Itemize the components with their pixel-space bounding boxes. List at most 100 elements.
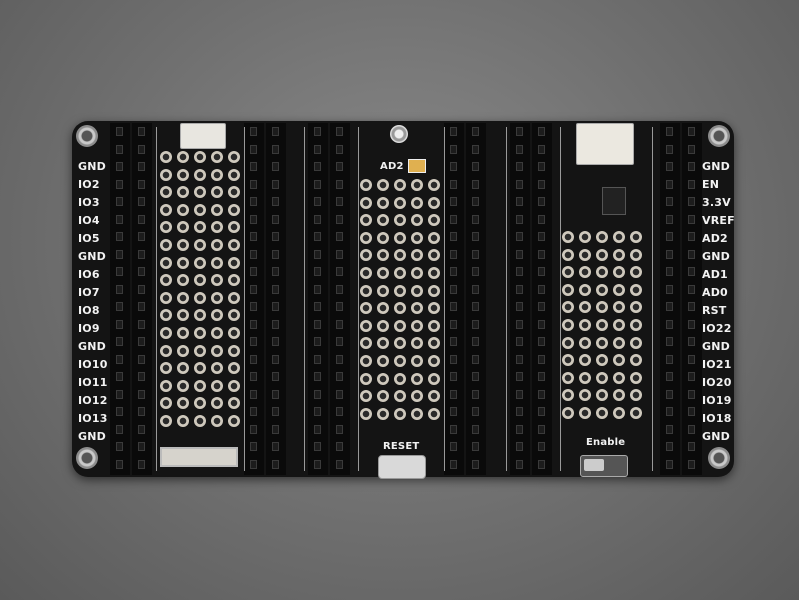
proto-pad: [160, 274, 172, 287]
proto-pad: [596, 407, 608, 419]
header-pin: [250, 179, 257, 189]
proto-pad: [211, 362, 223, 375]
proto-pad: [360, 214, 372, 227]
header-pin: [450, 162, 457, 171]
proto-pad: [613, 301, 625, 314]
header-pin: [688, 424, 695, 434]
header-pin-strip: [466, 123, 486, 475]
proto-pad: [377, 249, 389, 262]
header-pin: [472, 337, 479, 346]
header-pin-strip: [244, 123, 264, 475]
proto-pad: [194, 327, 206, 339]
mounting-hole-top-right: [708, 125, 730, 147]
header-pin: [472, 162, 479, 171]
header-pin: [116, 442, 123, 451]
header-pin: [138, 442, 145, 451]
proto-pad: [377, 231, 389, 244]
header-pin: [314, 424, 321, 434]
header-pin: [538, 354, 545, 364]
proto-pad: [562, 231, 574, 243]
proto-pad: [177, 379, 189, 392]
header-pin: [116, 389, 123, 399]
header-pin: [516, 267, 523, 276]
proto-pad: [360, 231, 372, 244]
header-pin: [450, 459, 457, 469]
proto-pad: [228, 203, 240, 216]
header-pin: [250, 284, 257, 294]
proto-pad: [211, 221, 223, 234]
header-pin: [250, 302, 257, 311]
header-pin: [472, 267, 479, 276]
silkscreen-line: [506, 127, 507, 471]
header-pin: [472, 372, 479, 381]
header-pin: [138, 302, 145, 311]
header-pin: [688, 459, 695, 469]
header-pin: [538, 442, 545, 451]
proto-pad: [228, 344, 240, 357]
header-pin: [138, 424, 145, 434]
header-pin: [516, 144, 523, 154]
header-pin: [314, 232, 321, 241]
right-pin-label: AD0: [702, 286, 728, 299]
header-pin: [538, 319, 545, 329]
header-pin: [516, 284, 523, 294]
proto-pad: [596, 231, 608, 243]
header-pin: [314, 372, 321, 381]
proto-pad: [160, 203, 172, 216]
right-pin-label: VREF: [702, 214, 735, 227]
header-pin: [250, 354, 257, 364]
proto-pad: [411, 214, 423, 227]
left-pin-label: IO9: [78, 322, 100, 335]
header-pin: [272, 267, 279, 276]
header-pin: [666, 162, 673, 171]
header-pin: [336, 179, 343, 189]
header-pin: [336, 249, 343, 259]
header-pin: [336, 197, 343, 206]
proto-pad: [360, 284, 372, 297]
reset-button[interactable]: [378, 455, 426, 479]
left-pin-label: IO13: [78, 412, 108, 425]
proto-pad: [194, 151, 206, 163]
header-pin: [516, 197, 523, 206]
header-pin: [138, 197, 145, 206]
proto-pad: [428, 231, 440, 244]
proto-pad: [411, 179, 423, 191]
header-pin: [314, 319, 321, 329]
proto-pad: [411, 372, 423, 385]
header-pin: [538, 232, 545, 241]
header-pin: [336, 162, 343, 171]
proto-pad: [211, 415, 223, 427]
left-pin-label: IO11: [78, 376, 108, 389]
header-pin: [472, 319, 479, 329]
left-pin-label: IO4: [78, 214, 100, 227]
header-pin: [538, 302, 545, 311]
header-pin: [516, 302, 523, 311]
proto-pad: [160, 379, 172, 392]
header-pin: [688, 232, 695, 241]
header-pin: [314, 459, 321, 469]
proto-pad: [596, 319, 608, 331]
proto-pad: [613, 231, 625, 243]
header-pin: [538, 284, 545, 294]
header-pin: [314, 249, 321, 259]
header-pin: [314, 214, 321, 224]
left-pin-label: IO6: [78, 268, 100, 281]
proto-pad: [630, 319, 642, 331]
proto-pad: [428, 249, 440, 262]
proto-pad: [596, 389, 608, 402]
right-pin-label: GND: [702, 250, 730, 263]
header-pin: [688, 302, 695, 311]
header-pin: [250, 214, 257, 224]
header-pin: [472, 302, 479, 311]
header-pin-strip: [660, 123, 680, 475]
right-pin-label: IO20: [702, 376, 732, 389]
header-pin: [516, 459, 523, 469]
header-pin: [538, 214, 545, 224]
proto-pad: [411, 390, 423, 403]
ad2-jumper: [408, 159, 426, 173]
proto-pad: [211, 186, 223, 199]
right-pin-label: RST: [702, 304, 727, 317]
proto-pad: [411, 196, 423, 209]
header-pin: [336, 424, 343, 434]
header-pin: [336, 442, 343, 451]
